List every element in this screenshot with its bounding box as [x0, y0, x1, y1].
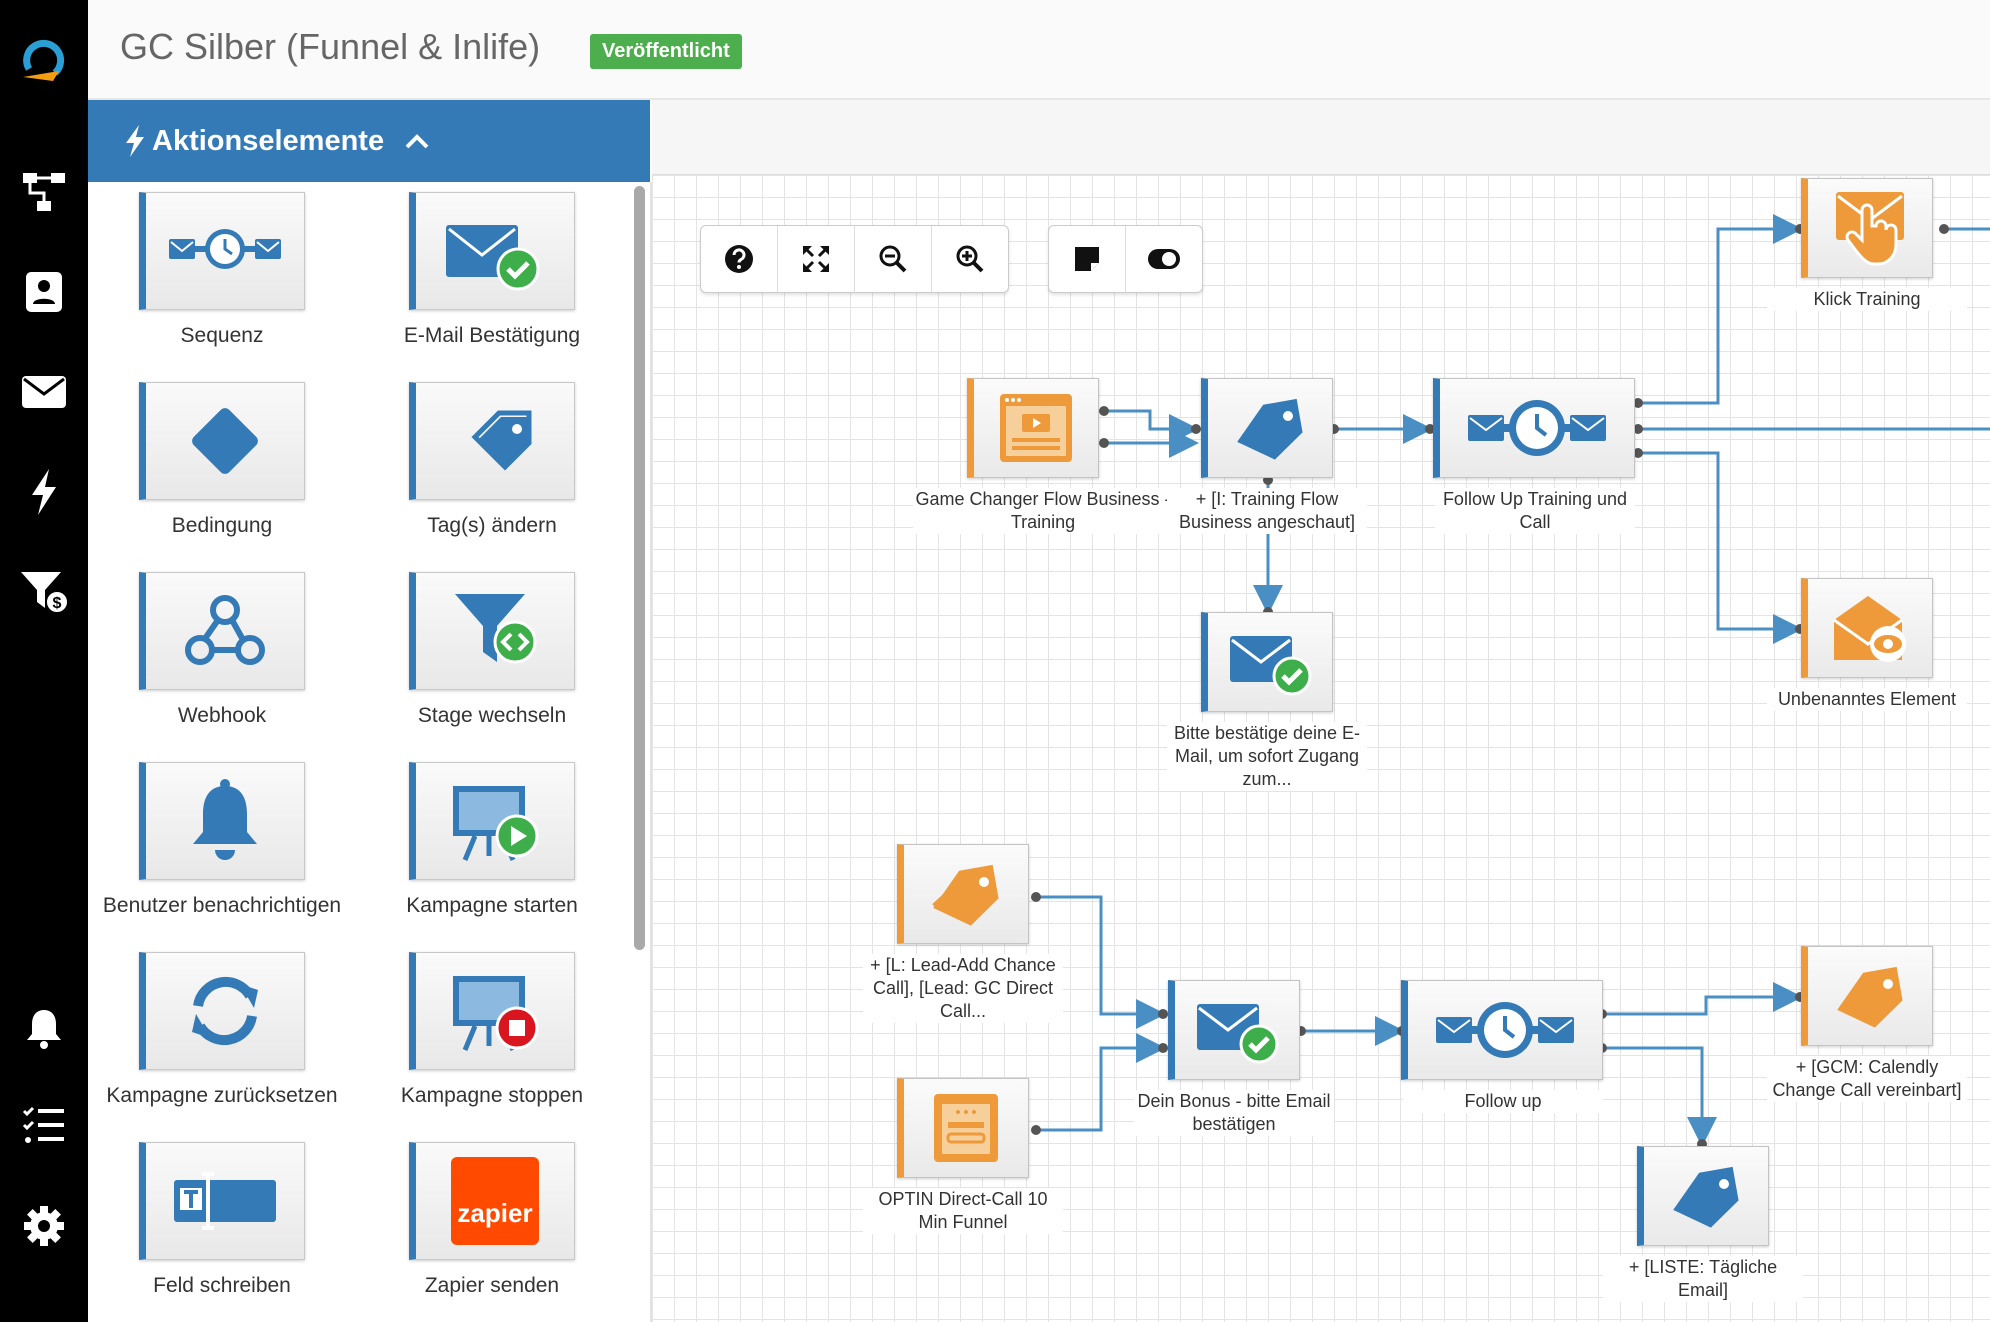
palette-item-label: Zapier senden [424, 1274, 560, 1297]
node-label: + [L: Lead-Add Chance Call], [Lead: GC D… [863, 954, 1063, 1023]
palette-item-label: Sequenz [180, 324, 264, 347]
funnel-dollar-icon[interactable]: $ [14, 562, 74, 622]
palette-header[interactable]: Aktionselemente [88, 100, 650, 182]
zapier-icon: zapier [409, 1142, 575, 1260]
palette-item-change-stage[interactable]: Stage wechseln [362, 572, 622, 729]
palette-item-webhook[interactable]: Webhook [92, 572, 352, 729]
zapier-logo-text: zapier [457, 1198, 533, 1228]
webpage-icon [967, 378, 1099, 478]
palette-scrollbar[interactable] [634, 186, 645, 950]
tag-icon [897, 844, 1029, 944]
left-sidebar: $ [0, 0, 88, 1322]
canvas-toolbar-2 [1048, 225, 1203, 293]
palette-item-change-tags[interactable]: Tag(s) ändern [362, 382, 622, 539]
sequence-icon [139, 192, 305, 310]
mail-click-icon [1801, 178, 1933, 278]
palette-item-label: Kampagne stoppen [400, 1084, 584, 1107]
palette-item-label: Benutzer benachrichtigen [102, 894, 342, 917]
tag-icon [1637, 1146, 1769, 1246]
palette-item-condition[interactable]: Bedingung [92, 382, 352, 539]
toggle-icon [1148, 249, 1180, 269]
zoom-in-icon [956, 245, 984, 273]
zoom-out-icon [879, 245, 907, 273]
form-icon [897, 1078, 1029, 1178]
campaign-stop-icon [409, 952, 575, 1070]
fit-button[interactable] [778, 226, 855, 292]
lightning-icon[interactable] [14, 462, 74, 522]
bell-icon[interactable] [14, 998, 74, 1058]
campaign-start-icon [409, 762, 575, 880]
refresh-icon [139, 952, 305, 1070]
lightning-icon [126, 125, 144, 157]
palette-item-label: Kampagne zurücksetzen [106, 1084, 338, 1107]
gear-icon[interactable] [14, 1196, 74, 1256]
sticky-note-icon [1075, 247, 1099, 271]
contacts-icon[interactable] [14, 262, 74, 322]
palette-item-label: Kampagne starten [406, 894, 578, 917]
app-header: GC Silber (Funnel & Inlife) Veröffentlic… [88, 0, 1990, 100]
webhook-icon [139, 572, 305, 690]
palette-item-email-confirm[interactable]: E-Mail Bestätigung [362, 192, 622, 349]
mail-open-icon [1801, 578, 1933, 678]
sticky-note-button[interactable] [1049, 226, 1126, 292]
node-label: + [GCM: Calendly Change Call vereinbart] [1767, 1056, 1967, 1102]
action-palette [88, 182, 652, 1322]
node-label: Klick Training [1767, 288, 1967, 311]
campaign-title[interactable]: GC Silber (Funnel & Inlife) [120, 26, 541, 67]
palette-title: Aktionselemente [152, 124, 385, 157]
palette-item-label: Feld schreiben [153, 1274, 291, 1297]
checklist-icon[interactable] [14, 1096, 74, 1156]
mail-check-icon [409, 192, 575, 310]
palette-item-write-field[interactable]: Feld schreiben [92, 1142, 352, 1299]
status-badge: Veröffentlicht [590, 34, 742, 69]
funnel-stage-icon [409, 572, 575, 690]
palette-item-sequence[interactable]: Sequenz [92, 192, 352, 349]
node-label: Follow up [1403, 1090, 1603, 1113]
node-label: Game Changer Flow Business - Training [913, 488, 1173, 534]
diamond-icon [139, 382, 305, 500]
node-label: Bitte bestätige deine E-Mail, um sofort … [1167, 722, 1367, 791]
zoom-in-button[interactable] [932, 226, 1008, 292]
toggle-button[interactable] [1126, 226, 1202, 292]
node-label: Unbenanntes Element [1767, 688, 1967, 711]
palette-item-label: Stage wechseln [417, 704, 567, 727]
node-label: OPTIN Direct-Call 10 Min Funnel [863, 1188, 1063, 1234]
canvas-toolbar [700, 225, 1009, 293]
flow-icon[interactable] [14, 162, 74, 222]
help-icon [725, 245, 753, 273]
palette-item-stop-campaign[interactable]: Kampagne stoppen [362, 952, 622, 1109]
palette-item-label: Bedingung [171, 514, 273, 537]
sequence-icon [1401, 980, 1603, 1080]
palette-item-label: E-Mail Bestätigung [403, 324, 581, 347]
canvas-topbar [652, 100, 1990, 175]
node-label: + [I: Training Flow Business angeschaut] [1167, 488, 1367, 534]
palette-item-zapier[interactable]: zapier Zapier senden [362, 1142, 622, 1299]
chevron-up-icon[interactable] [404, 132, 430, 150]
text-field-icon [139, 1142, 305, 1260]
help-button[interactable] [701, 226, 778, 292]
tags-icon [409, 382, 575, 500]
tag-icon [1801, 946, 1933, 1046]
palette-item-label: Webhook [177, 704, 267, 727]
palette-item-reset-campaign[interactable]: Kampagne zurücksetzen [92, 952, 352, 1109]
zoom-out-button[interactable] [855, 226, 932, 292]
fit-icon [803, 246, 829, 272]
svg-text:$: $ [53, 595, 62, 612]
palette-item-label: Tag(s) ändern [427, 514, 557, 537]
sequence-icon [1433, 378, 1635, 478]
palette-item-start-campaign[interactable]: Kampagne starten [362, 762, 622, 919]
node-label: Follow Up Training und Call [1435, 488, 1635, 534]
mail-icon[interactable] [14, 362, 74, 422]
mail-check-icon [1201, 612, 1333, 712]
tag-icon [1201, 378, 1333, 478]
node-label: + [LISTE: Tägliche Email] [1603, 1256, 1803, 1302]
node-label: Dein Bonus - bitte Email bestätigen [1134, 1090, 1334, 1136]
mail-check-icon [1168, 980, 1300, 1080]
palette-item-notify-user[interactable]: Benutzer benachrichtigen [92, 762, 352, 919]
bell-icon [139, 762, 305, 880]
logo-icon[interactable] [14, 30, 74, 90]
